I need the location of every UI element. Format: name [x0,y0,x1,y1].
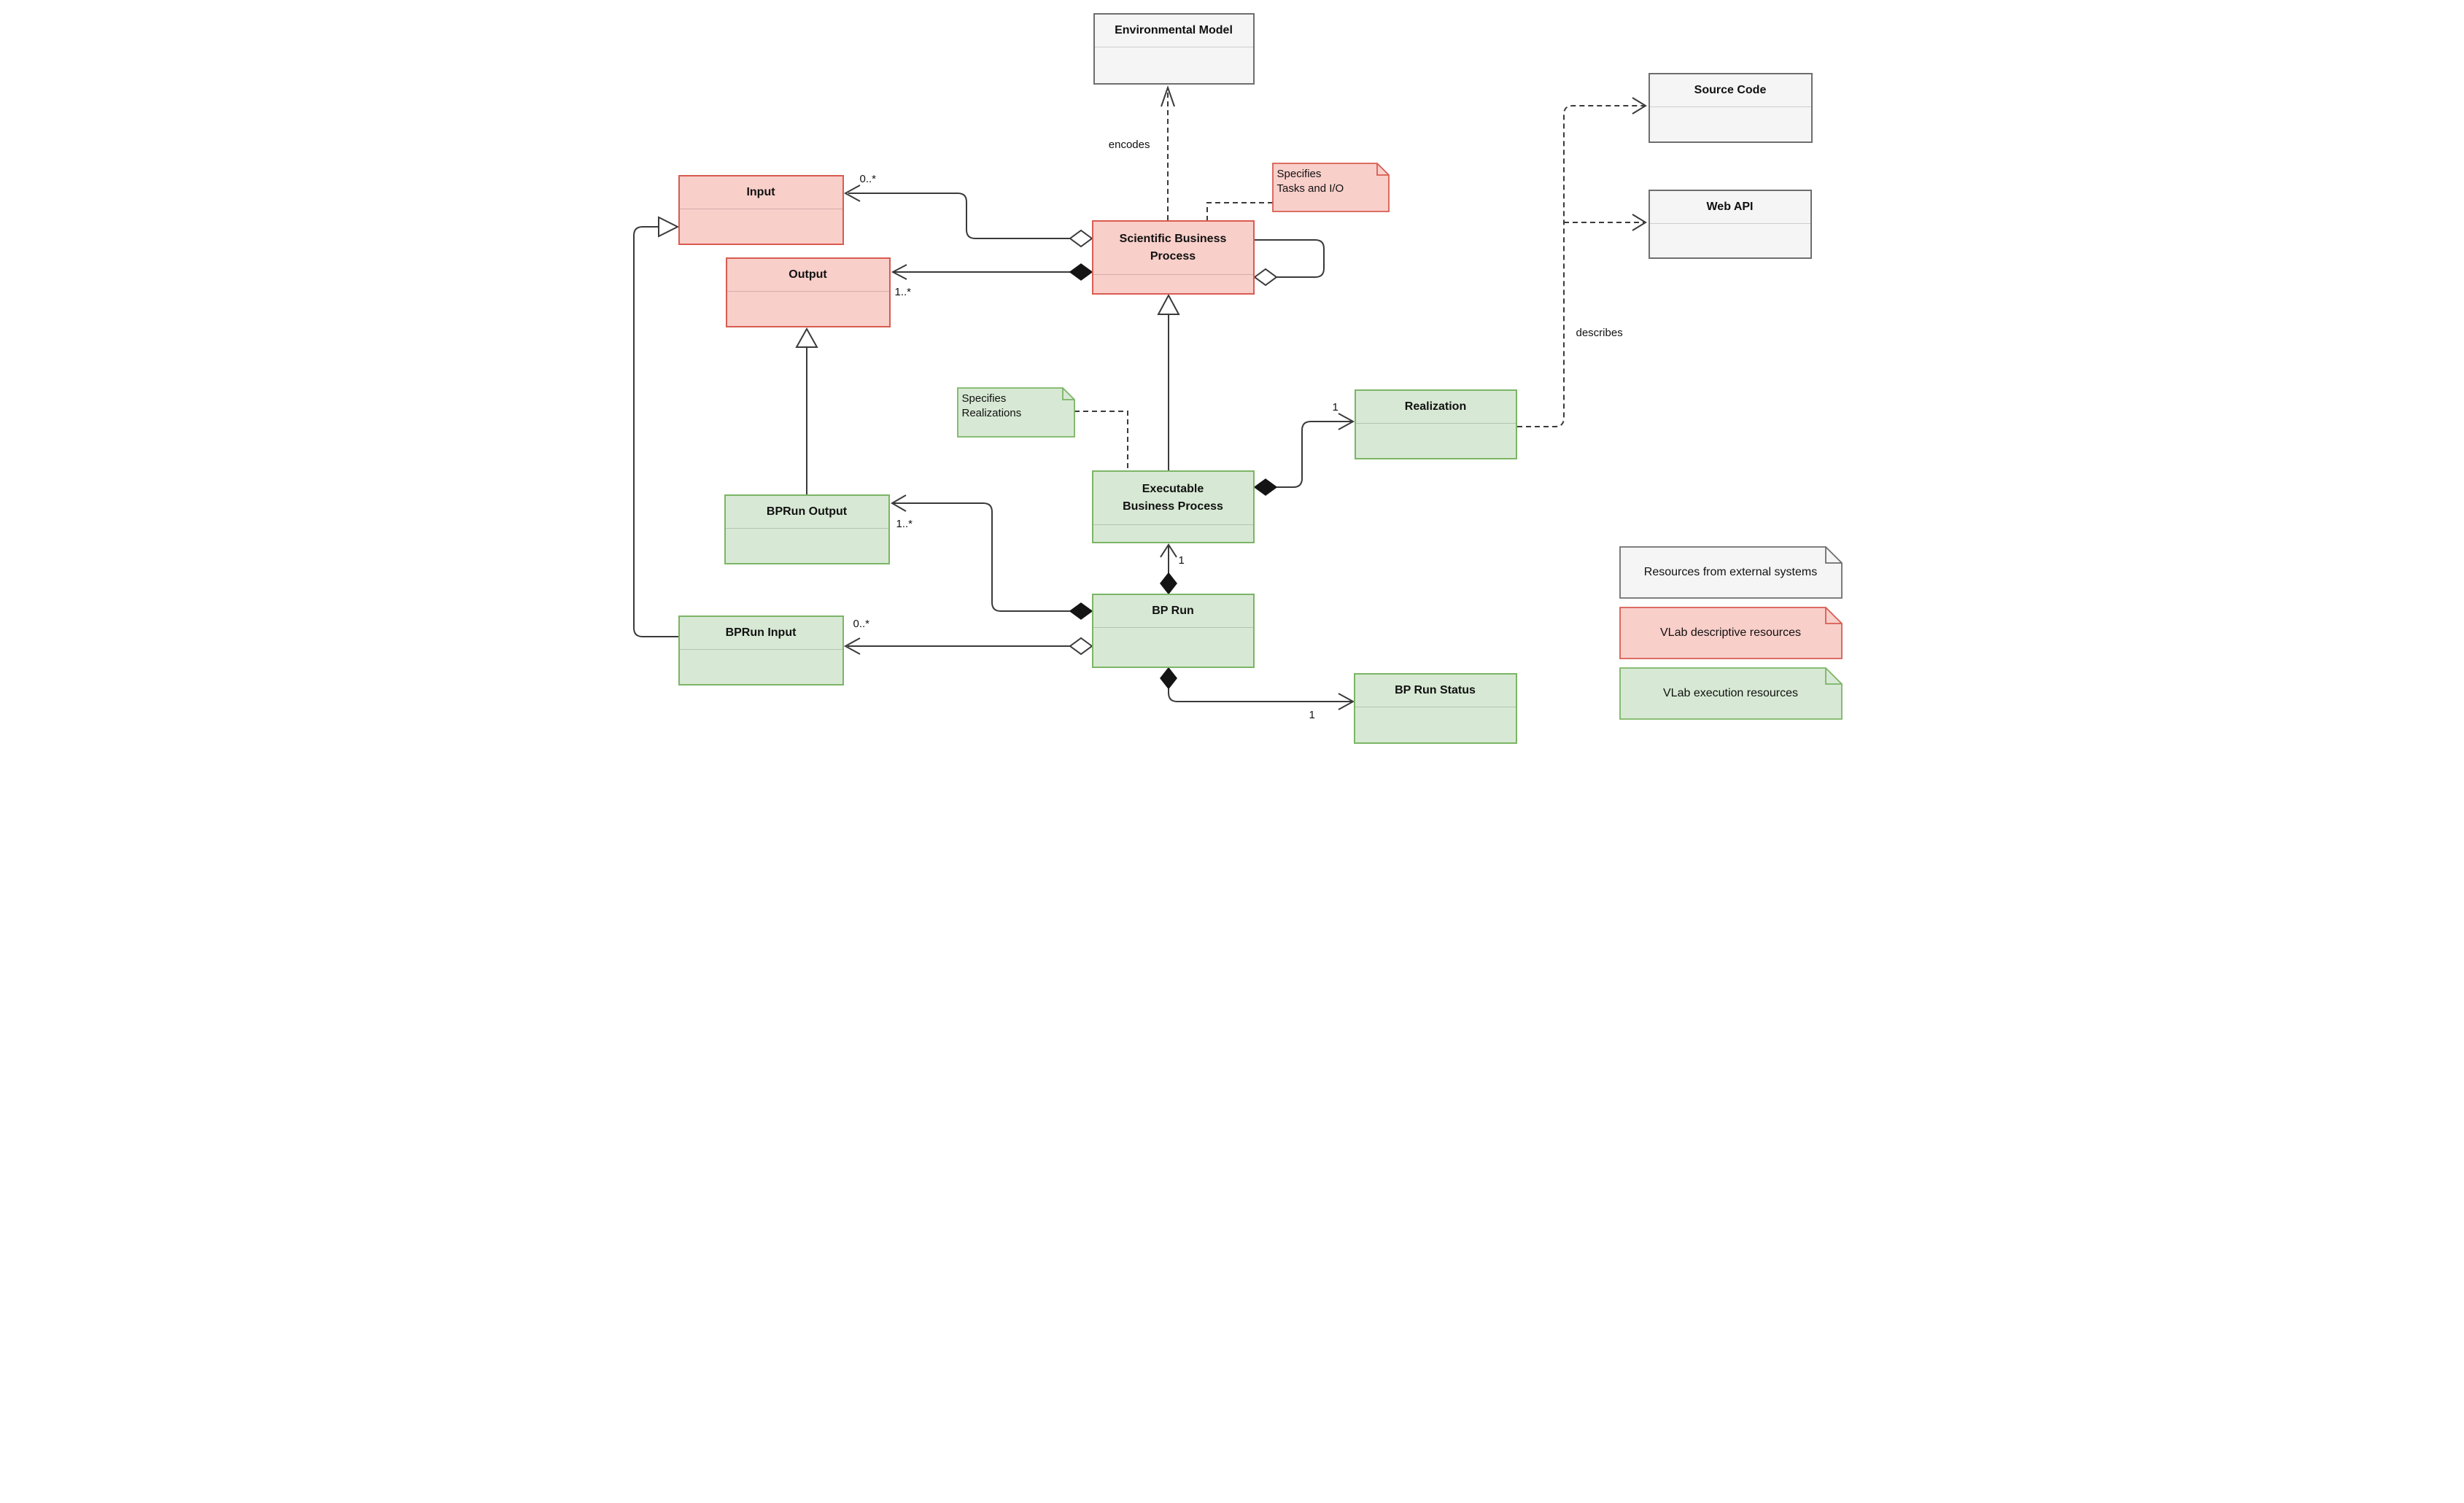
open-arrowhead-icon [890,494,907,512]
class-output: Output [725,257,891,327]
note-specifies-realizations-text: Specifies Realizations [961,392,1022,419]
note-specifies-tasks-text: Specifies Tasks and I/O [1276,168,1344,195]
generalization-triangle-icon [1156,293,1180,315]
open-arrowhead-icon [891,264,907,280]
legend-descriptive-note [1619,607,1843,659]
class-bp-run: BP Run [1091,594,1255,668]
folded-corner-icon [1824,668,1842,685]
note-specifies-realizations [956,387,1075,438]
multiplicity-output: 1..* [894,286,912,298]
composition-diamond-icon [1069,602,1093,620]
composition-diamond-icon [1069,263,1093,281]
legend-label-external: Resources from external systems [1643,566,1818,578]
note-realizations-link-line [1074,411,1128,470]
class-source-code: Source Code [1648,73,1813,143]
folded-corner-icon [1061,388,1074,400]
bpruninput-input-generalization-line [632,216,679,637]
aggregation-diamond-icon [1068,229,1093,248]
class-body-compartment [1093,524,1253,542]
class-body-compartment [727,291,889,326]
class-body-compartment [725,528,888,563]
class-title: Scientific Business Process [1119,233,1227,263]
class-scientific-business-process: Scientific Business Process [1091,220,1255,295]
class-web-api: Web API [1648,190,1812,259]
sbp-input-aggregation-line [843,185,1093,248]
class-title: Output [789,268,827,281]
bprun-input-aggregation-line [843,637,1093,656]
generalization-triangle-icon [794,327,818,348]
class-title: BPRun Input [725,626,797,639]
open-arrowhead-icon [1338,413,1355,430]
bprun-status-composition-line [1159,667,1355,710]
generalization-triangle-icon [657,216,679,238]
edge-label-describes: describes [1576,327,1623,339]
class-body-compartment [1094,47,1253,83]
class-body-compartment [1093,274,1253,293]
class-title: BP Run Status [1395,684,1476,696]
bprunoutput-output-generalization-line [794,327,818,494]
multiplicity-realization: 1 [1332,401,1338,413]
sbp-output-composition-line [891,263,1093,281]
open-arrowhead-icon [843,637,860,655]
multiplicity-input: 0..* [859,173,877,185]
legend-label-descriptive: VLab descriptive resources [1660,626,1801,639]
composition-diamond-icon [1159,572,1177,595]
legend-execution-note [1619,667,1843,720]
class-body-compartment [1355,423,1516,458]
class-body-compartment [1649,106,1811,141]
sbp-self-aggregation-loop [1252,239,1325,287]
folded-corner-icon [1824,547,1842,564]
encodes-dependency-line [1160,85,1175,220]
class-body-compartment [1649,223,1810,257]
ebp-sbp-generalization-line [1156,293,1180,470]
class-bprun-input: BPRun Input [678,615,844,686]
class-bprun-output: BPRun Output [724,494,890,564]
class-executable-business-process: Executable Business Process [1091,470,1255,543]
folded-corner-icon [1376,163,1389,176]
uml-class-diagram: Environmental Model Input Output Scienti… [616,0,1848,751]
class-title: BPRun Output [766,505,848,518]
class-body-compartment [1355,707,1516,742]
class-title: Realization [1404,400,1467,413]
class-input: Input [678,175,844,245]
ebp-realization-composition-line [1253,413,1355,496]
class-title: BP Run [1152,605,1194,617]
open-arrowhead-icon [1160,85,1175,107]
composition-diamond-icon [1253,478,1277,496]
class-realization: Realization [1354,389,1517,459]
class-title: Environmental Model [1115,24,1233,36]
legend-label-execution: VLab execution resources [1663,687,1798,699]
note-specifies-tasks [1271,163,1390,212]
class-title: Web API [1706,201,1754,213]
note-tasks-link-line [1206,202,1273,220]
legend-external-note [1619,546,1843,599]
open-arrowhead-icon [843,185,860,202]
class-environmental-model: Environmental Model [1093,13,1255,85]
open-arrowhead-icon [1631,214,1647,231]
class-title: Executable Business Process [1123,483,1223,513]
aggregation-diamond-icon [1252,268,1278,287]
describes-dependency-line [1516,97,1647,427]
class-title: Input [746,186,775,198]
connector-layer [632,85,1843,720]
composition-diamond-icon [1159,667,1177,690]
folded-corner-icon [1824,607,1842,624]
bprun-output-composition-line [890,494,1093,620]
class-bp-run-status: BP Run Status [1353,673,1517,744]
edge-label-encodes: encodes [1108,139,1150,151]
open-arrowhead-icon [1338,693,1355,710]
multiplicity-bprun-input: 0..* [853,618,870,630]
class-body-compartment [679,649,842,684]
multiplicity-bprun-output: 1..* [896,518,913,530]
class-body-compartment [679,209,842,244]
class-title: Source Code [1694,84,1767,96]
multiplicity-executable-bp: 1 [1178,554,1185,567]
bprun-ebp-composition-line [1159,543,1177,595]
aggregation-diamond-icon [1068,637,1093,656]
class-body-compartment [1093,627,1253,667]
open-arrowhead-icon [1631,97,1647,114]
multiplicity-bp-run-status: 1 [1309,709,1315,721]
open-arrowhead-icon [1159,543,1177,558]
